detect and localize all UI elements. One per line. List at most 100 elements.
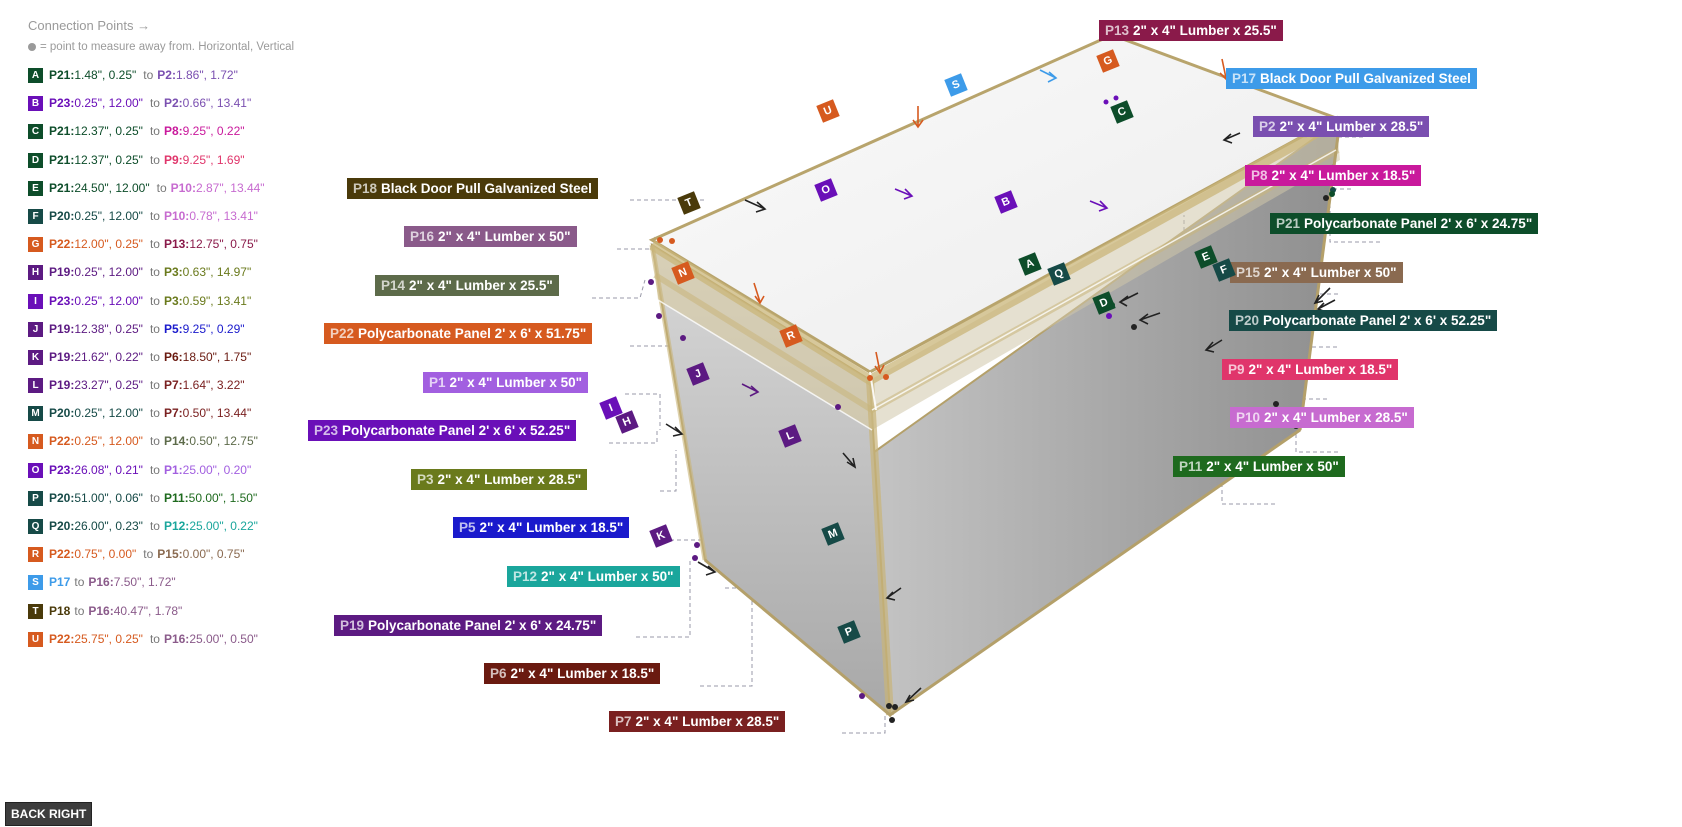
part-description: Polycarbonate Panel 2' x 6' x 52.25" xyxy=(1263,313,1492,328)
legend-letter: J xyxy=(28,321,43,337)
part-description: Polycarbonate Panel 2' x 6' x 24.75" xyxy=(368,618,597,633)
legend-from-part: P19: xyxy=(49,349,75,364)
legend-to-part: P15: xyxy=(157,547,183,562)
part-description: 2" x 4" Lumber x 18.5" xyxy=(1271,168,1416,183)
legend-to-value: 0.66", 13.41" xyxy=(182,96,252,111)
legend-to-value: 12.75", 0.75" xyxy=(189,237,258,252)
legend-letter: Q xyxy=(28,519,43,534)
part-description: Black Door Pull Galvanized Steel xyxy=(1260,71,1471,86)
legend-to-part: P10: xyxy=(170,180,196,195)
legend-to-part: P3: xyxy=(163,265,183,280)
part-description: Polycarbonate Panel 2' x 6' x 24.75" xyxy=(1304,216,1533,231)
legend-to-word: to xyxy=(149,462,160,477)
legend-to-value: 0.63", 14.97" xyxy=(182,265,252,280)
part-id: P1 xyxy=(429,375,446,390)
legend-note: = point to measure away from. Horizontal… xyxy=(28,41,294,53)
part-id: P12 xyxy=(513,569,538,584)
legend-to-word: to xyxy=(149,378,160,393)
part-id: P11 xyxy=(1179,459,1203,474)
legend-title: Connection Points → xyxy=(28,18,151,33)
legend-from-value: 26.00", 0.23" xyxy=(74,519,143,533)
legend-from-value: 0.75", 0.00" xyxy=(74,547,137,562)
legend-letter: L xyxy=(28,378,43,394)
part-description: 2" x 4" Lumber x 50" xyxy=(1206,459,1339,474)
legend-to-word: to xyxy=(149,519,160,533)
legend-letter: D xyxy=(28,152,43,168)
legend-to-part: P5: xyxy=(163,321,183,336)
legend-from-value: 12.38", 0.25" xyxy=(74,321,143,336)
part-description: Polycarbonate Panel 2' x 6' x 51.75" xyxy=(358,326,587,341)
legend-to-part: P16: xyxy=(88,603,114,618)
legend-to-part: P1: xyxy=(163,462,183,477)
part-id: P2 xyxy=(1259,119,1276,134)
legend-to-part: P14: xyxy=(163,434,190,449)
legend-to-word: to xyxy=(156,180,167,195)
legend-to-part: P16: xyxy=(163,631,190,646)
part-description: Polycarbonate Panel 2' x 6' x 52.25" xyxy=(342,423,571,438)
legend-to-value: 0.50", 13.44" xyxy=(182,406,252,421)
legend-from-value: 23.27", 0.25" xyxy=(74,378,143,393)
legend-to-value: 7.50", 1.72" xyxy=(113,575,176,590)
legend-from-part: P21: xyxy=(49,124,75,139)
legend-from-value: 0.25", 12.00" xyxy=(74,96,143,111)
legend-from-part: P19: xyxy=(49,265,75,280)
legend-letter: I xyxy=(28,293,43,309)
part-id: P10 xyxy=(1236,410,1261,425)
legend-to-word: to xyxy=(149,124,160,139)
part-description: 2" x 4" Lumber x 28.5" xyxy=(1264,410,1408,425)
legend-to-word: to xyxy=(149,349,160,364)
part-description: 2" x 4" Lumber x 25.5" xyxy=(1133,23,1277,38)
legend-to-part: P9: xyxy=(163,152,183,167)
legend-letter: F xyxy=(28,208,43,224)
legend-to-word: to xyxy=(149,152,160,167)
legend-to-part: P7: xyxy=(163,378,183,393)
back-right-button[interactable]: BACK RIGHT xyxy=(5,802,93,826)
legend-letter: K xyxy=(28,349,43,365)
legend-from-value: 21.62", 0.22" xyxy=(74,349,143,364)
legend-to-value: 0.59", 13.41" xyxy=(182,293,252,308)
legend-to-word: to xyxy=(149,631,160,646)
legend-from-value: 0.25", 12.00" xyxy=(74,406,143,421)
legend-to-word: to xyxy=(149,490,160,505)
legend-from-value: 0.25", 12.00" xyxy=(74,293,143,308)
legend-from-part: P20: xyxy=(49,208,75,223)
legend-to-value: 25.00", 0.50" xyxy=(189,631,258,646)
legend-to-word: to xyxy=(149,96,160,111)
legend-to-word: to xyxy=(149,265,160,280)
part-id: P18 xyxy=(353,181,378,196)
legend-to-part: P6: xyxy=(163,349,183,364)
legend-from-part: P23: xyxy=(49,462,75,477)
legend-to-part: P16: xyxy=(88,575,114,590)
legend-from-part: P19: xyxy=(49,321,75,336)
legend-from-part: P22: xyxy=(49,547,75,562)
legend-to-word: to xyxy=(149,208,160,223)
part-id: P15 xyxy=(1236,265,1261,280)
part-description: 2" x 4" Lumber x 50" xyxy=(438,229,571,244)
legend-to-value: 9.25", 1.69" xyxy=(182,152,245,167)
legend-letter: E xyxy=(28,180,43,196)
legend-letter: B xyxy=(28,96,43,112)
legend-to-value: 25.00", 0.22" xyxy=(189,519,258,533)
legend-from-part: P20: xyxy=(49,519,75,533)
